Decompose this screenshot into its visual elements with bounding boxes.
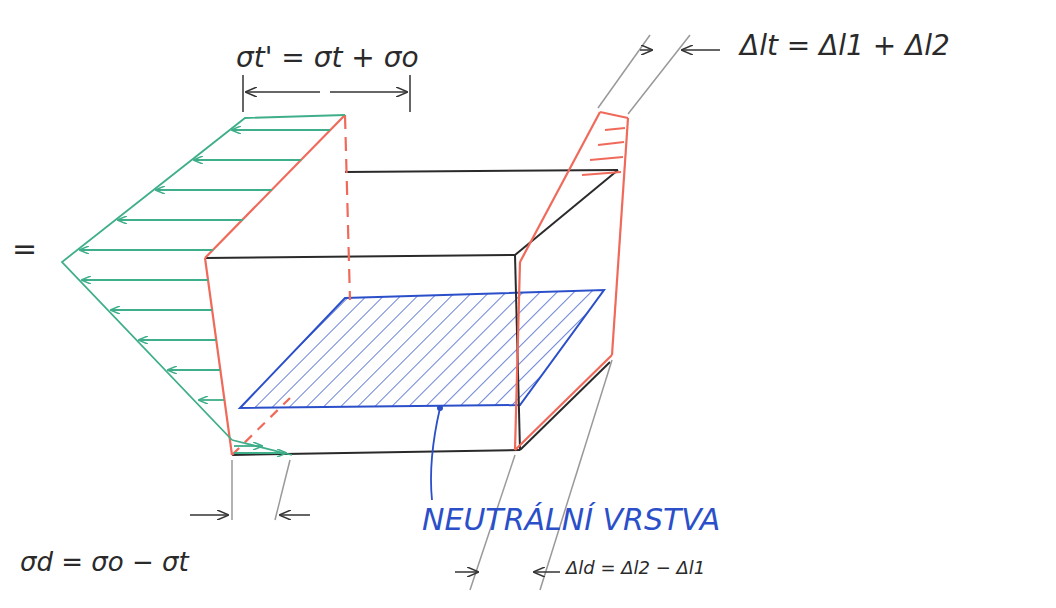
leader-line xyxy=(431,405,443,500)
beam-edges xyxy=(205,170,618,455)
equals-sign: = xyxy=(12,232,37,267)
elongation-formula: Δld = Δl2 − Δl1 xyxy=(566,558,705,579)
deformed-faces xyxy=(205,112,628,455)
layer-label: NEUTRÁLNÍ VRSTVA xyxy=(422,503,720,538)
stress-formula: σt' = σt + σo xyxy=(236,42,419,74)
dimension-lines xyxy=(190,35,720,590)
stress-diagram xyxy=(62,115,345,455)
neutral-layer xyxy=(240,290,604,408)
stress-formula: σd = σo − σt xyxy=(20,548,189,578)
elongation-formula: Δlt = Δl1 + Δl2 xyxy=(740,30,950,62)
